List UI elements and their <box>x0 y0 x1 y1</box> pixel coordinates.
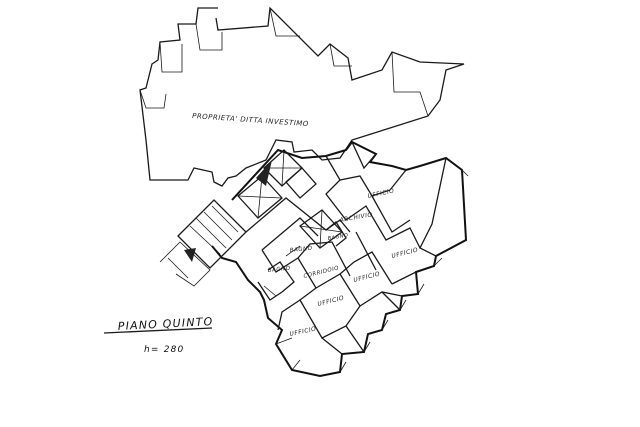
neighbor-property-outline <box>139 6 465 187</box>
room-label-bath-2: BAGNO <box>290 246 313 254</box>
ceiling-height-note: h= 280 <box>144 345 184 355</box>
room-label-bath-1: BAGNO <box>268 266 291 274</box>
room-label-office-top: UFFICIO <box>367 187 395 200</box>
room-label-archive: ARCHIVIO <box>338 211 373 224</box>
room-label-office-mid: UFFICIO <box>353 271 381 284</box>
room-label-office-low: UFFICIO <box>317 295 345 308</box>
room-label-bath-3: BAGNO <box>327 232 349 242</box>
title-underline <box>103 327 213 334</box>
building-outline <box>159 140 469 378</box>
room-label-office-right: UFFICIO <box>391 247 419 260</box>
room-label-office-bottom: UFFICIO <box>289 325 317 338</box>
neighbor-property-label: PROPRIETA' DITTA INVESTIMO <box>192 112 309 128</box>
title-block: PIANO QUINTO h= 280 <box>103 315 214 355</box>
